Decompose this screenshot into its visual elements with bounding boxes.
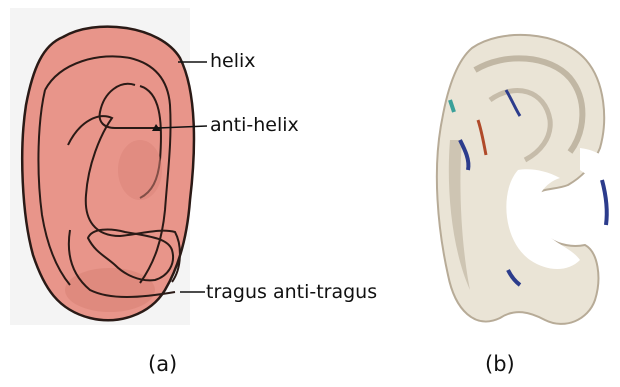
label-helix: helix	[210, 50, 256, 72]
concha-shading	[118, 140, 162, 200]
caption-a: (a)	[148, 352, 177, 376]
label-anti-helix: anti-helix	[210, 114, 299, 136]
label-tragus-anti-tragus: tragus anti-tragus	[206, 281, 377, 303]
panel-b-cartilage-photo	[420, 20, 620, 340]
caption-b: (b)	[485, 352, 515, 376]
ink-mark-blue-3	[602, 180, 607, 225]
lobe-shading	[65, 268, 155, 312]
helix-notch	[580, 148, 620, 185]
